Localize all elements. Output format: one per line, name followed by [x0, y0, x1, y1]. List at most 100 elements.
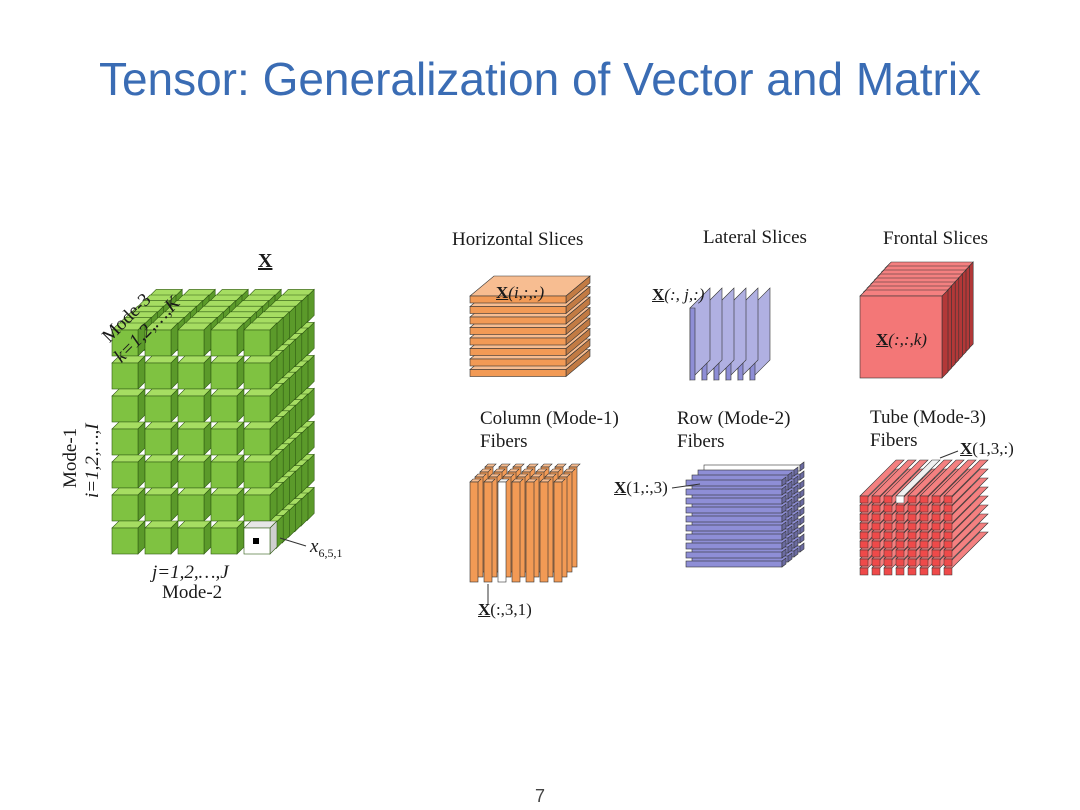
cube-front-face: [210, 461, 238, 489]
column-fiber: [553, 481, 563, 583]
tube-fiber-end: [895, 495, 905, 504]
column-fiber: [511, 481, 521, 583]
horizontal-slice-front: [469, 327, 567, 335]
tube-fiber-end: [943, 558, 953, 567]
column-fiber: [469, 481, 479, 583]
row-fiber-leader-line: [671, 483, 701, 489]
mode2-range-label: j=1,2,…,J: [152, 562, 229, 583]
cube-front-face: [177, 428, 205, 456]
cube-front-face: [111, 461, 139, 489]
page-number: 7: [534, 786, 545, 806]
tube-fiber-end: [895, 558, 905, 567]
row-fiber-end: [787, 471, 793, 482]
row-fiber-end: [781, 548, 787, 559]
row-fiber-end: [781, 503, 787, 514]
tube-fiber-index: X(1,3,:): [960, 439, 1014, 458]
tube-fiber-end: [919, 531, 929, 540]
tube-fiber-end: [871, 540, 881, 549]
frontal-slice-top: [859, 289, 949, 297]
row-fiber-end: [787, 489, 793, 500]
tube-fiber-end: [907, 513, 917, 522]
row-fiber-end: [793, 538, 799, 549]
cube-front-face: [144, 395, 172, 423]
tube-fiber-end: [907, 531, 917, 540]
column-fiber-top: [512, 463, 525, 468]
row-fiber-end: [799, 488, 805, 499]
cube-front-face: [144, 494, 172, 522]
tube-fiber-end: [883, 531, 893, 540]
horizontal-slices-graphic: [469, 275, 591, 378]
row-fiber-end: [787, 516, 793, 527]
tube-fiber-end: [931, 504, 941, 513]
tube-fiber-end: [883, 522, 893, 531]
row-fiber-end: [793, 493, 799, 504]
row-fiber-end: [799, 479, 805, 490]
tube-fiber-end: [883, 567, 893, 576]
frontal-slice-front: [859, 295, 943, 379]
row-fiber: [685, 533, 783, 541]
tube-fiber-leader-line: [939, 450, 959, 459]
tube-fiber-end: [895, 504, 905, 513]
tube-fiber-end: [883, 558, 893, 567]
row-fiber-end: [787, 498, 793, 509]
tube-fiber-end: [883, 540, 893, 549]
frontal-slices-graphic: [859, 261, 974, 379]
tube-fiber-end: [943, 531, 953, 540]
tube-fiber-end: [883, 504, 893, 513]
row-fiber-end: [787, 525, 793, 536]
row-fiber-end: [781, 485, 787, 496]
tube-fiber-end: [859, 540, 869, 549]
cube-front-face: [210, 395, 238, 423]
tube-fiber-end: [907, 549, 917, 558]
row-fiber: [685, 497, 783, 505]
cube-front-face: [144, 461, 172, 489]
tube-fiber-end: [919, 567, 929, 576]
tube-fiber-end: [895, 522, 905, 531]
green-tensor-cube: [111, 288, 315, 555]
horizontal-slice-index: X(i,:,:): [496, 283, 545, 302]
cube-front-face: [144, 362, 172, 390]
cube-front-face: [177, 395, 205, 423]
tube-fiber-end: [931, 522, 941, 531]
tube-fiber-end: [895, 531, 905, 540]
cube-front-face: [243, 362, 271, 390]
row-fiber-end: [781, 494, 787, 505]
tube-fiber-end: [907, 522, 917, 531]
element-label: x6,5,1: [310, 536, 343, 560]
cube-front-face: [177, 461, 205, 489]
row-fiber-end: [799, 461, 805, 472]
tube-fiber-end: [871, 495, 881, 504]
cube-front-face: [177, 362, 205, 390]
row-fiber: [685, 551, 783, 559]
tube-fiber-end: [907, 495, 917, 504]
horizontal-slice-front: [469, 369, 567, 377]
cube-front-face: [111, 428, 139, 456]
horizontal-slice-front: [469, 337, 567, 346]
column-fiber: [539, 481, 549, 583]
tube-fiber-end: [931, 531, 941, 540]
cube-front-face: [243, 428, 271, 456]
cube-front-face: [210, 329, 238, 357]
row-fiber-end: [787, 480, 793, 491]
cube-front-face: [243, 329, 271, 357]
row-fiber-end: [793, 466, 799, 477]
row-fiber-end: [799, 470, 805, 481]
tube-fiber-end: [931, 513, 941, 522]
row-fiber-end: [787, 507, 793, 518]
element-leader-line: [279, 537, 307, 547]
cube-front-face: [243, 395, 271, 423]
leader-lines: [279, 450, 959, 604]
lateral-slice-index: X(:, j,:): [652, 285, 705, 304]
row-fiber-end: [793, 529, 799, 540]
horizontal-slice-front: [469, 306, 567, 314]
row-fiber: [685, 515, 783, 523]
tube-fiber-end: [859, 495, 869, 504]
row-fiber: [685, 479, 783, 487]
tube-fiber-end: [895, 513, 905, 522]
row-fiber-end: [781, 521, 787, 532]
tube-fiber-end: [919, 513, 929, 522]
row-fiber-end: [799, 497, 805, 508]
row-fiber-end: [793, 511, 799, 522]
tube-fiber-end: [919, 504, 929, 513]
tube-fiber-end: [919, 495, 929, 504]
